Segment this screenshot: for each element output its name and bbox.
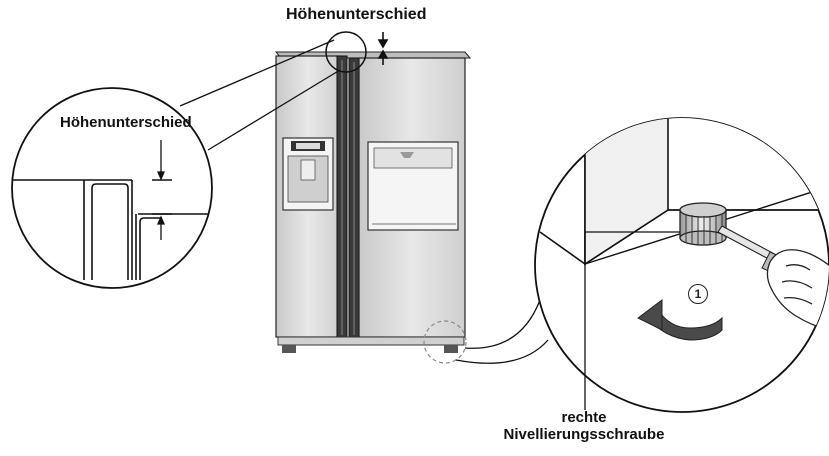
zoom-detail-leveling-screw (534, 117, 829, 413)
hand (766, 249, 829, 331)
home-bar (367, 141, 459, 231)
fridge-foot-right (444, 345, 458, 353)
refrigerator (274, 51, 472, 353)
water-dispenser (282, 137, 334, 211)
step-number-badge: 1 (688, 284, 708, 304)
screw-leader-line (584, 231, 680, 410)
zoom-detail-doors (11, 87, 213, 289)
detail-marker-foot (423, 320, 467, 364)
rotation-arrow (637, 299, 723, 341)
height-difference-label-top: Höhenunterschied (286, 6, 427, 23)
leveling-screw-label-line1: rechte (561, 409, 607, 426)
leveling-screw-knob (679, 202, 727, 246)
height-arrows-top (377, 32, 389, 65)
detail-marker-top (325, 31, 367, 73)
leveling-screw-label: rechte Nivellierungsschraube (484, 409, 684, 443)
leveling-screw-label-line2: Nivellierungsschraube (503, 425, 665, 443)
fridge-foot-left (282, 345, 296, 353)
height-difference-label-zoom: Höhenunterschied (60, 114, 192, 131)
